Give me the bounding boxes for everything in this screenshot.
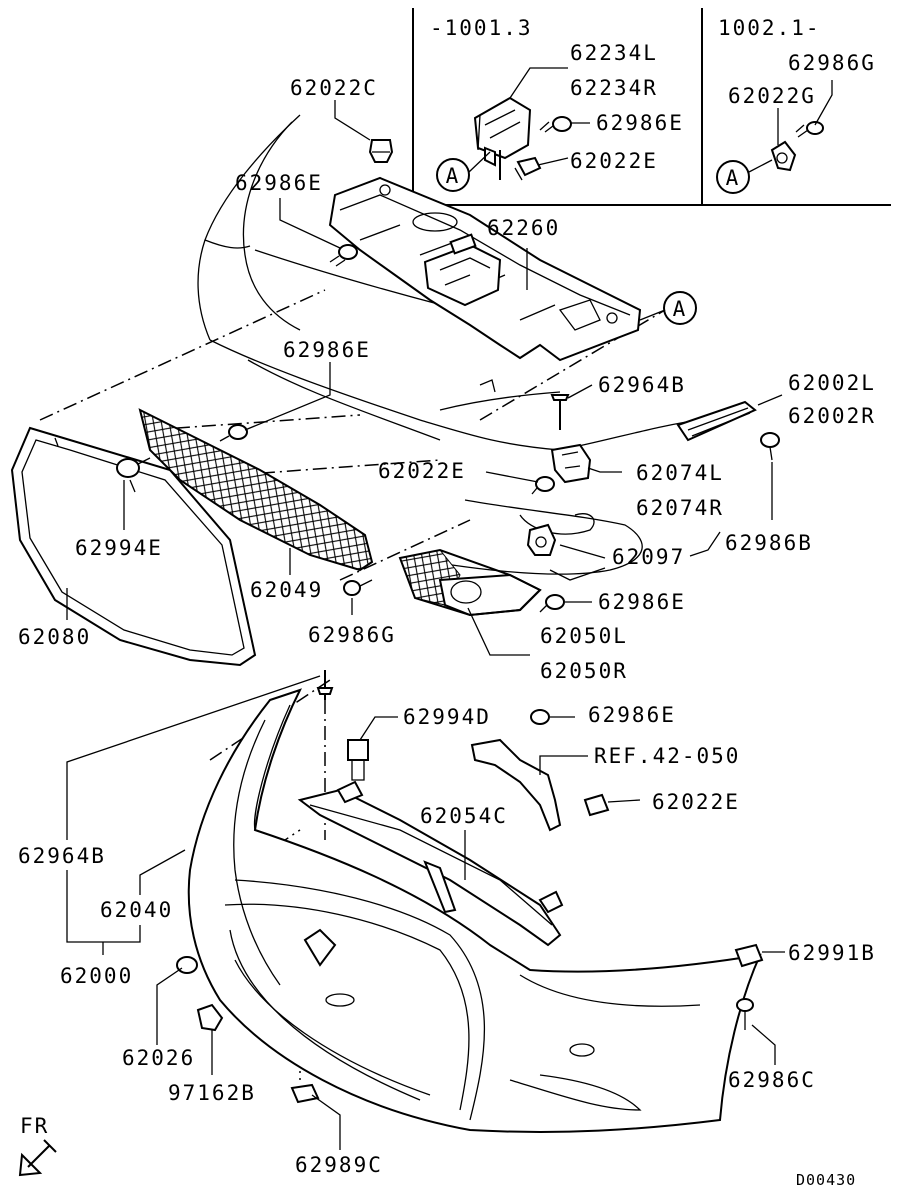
callout-62994D: 62994D <box>403 705 491 729</box>
callout-62991B: 62991B <box>788 941 876 965</box>
strip-62002 <box>676 400 757 442</box>
screw-62986E-fog <box>539 594 565 613</box>
callout-62054C: 62054C <box>420 804 508 828</box>
front-direction-indicator: FR <box>18 1114 57 1177</box>
bracket-62097 <box>526 523 557 556</box>
callout-62986E: 62986E <box>283 338 371 362</box>
callout-62049: 62049 <box>250 578 323 602</box>
screw-62986C <box>736 998 754 1030</box>
clip-62994E <box>116 457 151 478</box>
upper-grille-62049 <box>138 408 374 572</box>
front-bumper-62040 <box>187 688 762 1133</box>
grille-frame-62080 <box>10 426 257 667</box>
clip-62986G-mid <box>343 579 373 596</box>
ref-a-label: A <box>673 297 688 321</box>
callout-62986B: 62986B <box>725 531 813 555</box>
callout-62986E: 62986E <box>598 590 686 614</box>
clip-62022E-inset <box>514 156 542 181</box>
bracket-62234 <box>473 96 532 180</box>
bracket-62074 <box>550 443 592 484</box>
direction-label: FR <box>20 1114 49 1138</box>
bolt-62994D <box>347 739 369 781</box>
callout-62986G: 62986G <box>788 51 876 75</box>
callout-62022C: 62022C <box>290 76 378 100</box>
callout-62260: 62260 <box>487 216 560 240</box>
clip-62022E-lower <box>583 793 610 817</box>
clip-97162B <box>196 1003 224 1032</box>
callout-62986E: 62986E <box>235 171 323 195</box>
leader-lines <box>66 67 833 1150</box>
callout-62989C: 62989C <box>295 1153 383 1177</box>
screw-62986E-inset <box>539 116 572 133</box>
callout-62986C: 62986C <box>728 1068 816 1092</box>
screw-62986E-lower <box>530 709 550 725</box>
screw-62986G-inset <box>795 121 824 138</box>
callout-ref-42-050: REF.42-050 <box>594 744 740 768</box>
callout-97162B: 97162B <box>168 1081 256 1105</box>
callout-62022G: 62022G <box>728 84 816 108</box>
fog-cover-62050 <box>398 548 542 617</box>
clip-62022C <box>368 139 394 163</box>
ref-a-label: A <box>446 164 461 188</box>
callout-62986G: 62986G <box>308 623 396 647</box>
ref-circle-a-right: A <box>716 159 773 194</box>
callout-62080: 62080 <box>18 625 91 649</box>
screw-62986E-upper <box>329 244 358 267</box>
callout-62964B: 62964B <box>18 844 106 868</box>
cap-62026 <box>176 956 198 974</box>
callout-62074R: 62074R <box>636 496 724 520</box>
callout-62986E: 62986E <box>588 703 676 727</box>
callout-62000: 62000 <box>60 964 133 988</box>
ref-circle-a-main: A <box>663 291 697 325</box>
clip-62022E-mid <box>531 476 555 495</box>
ref-circle-a-left: A <box>436 151 491 192</box>
clip-62989C <box>290 1083 320 1104</box>
callout-62022E: 62022E <box>570 149 658 173</box>
callout-62022E: 62022E <box>378 459 466 483</box>
callout-62026: 62026 <box>122 1046 195 1070</box>
callout-62002R: 62002R <box>788 404 876 428</box>
reinforcement-62054C <box>297 780 564 947</box>
clip-62022G <box>770 140 797 172</box>
screw-62986E-mesh <box>219 424 248 442</box>
pin-62964B-lower <box>316 670 334 700</box>
ref-a-label: A <box>726 166 741 190</box>
callout-62986E: 62986E <box>596 111 684 135</box>
callout-62002L: 62002L <box>788 371 876 395</box>
bracket-ref-42-050 <box>470 738 562 832</box>
screw-62986B <box>760 432 780 461</box>
inset-left-code: -1001.3 <box>430 16 533 40</box>
callout-62040: 62040 <box>100 898 173 922</box>
callout-62234L: 62234L <box>570 41 658 65</box>
support-panel-62260 <box>328 176 642 362</box>
inset-right-code: 1002.1- <box>718 16 821 40</box>
drawing-code: D00430 <box>796 1171 856 1187</box>
callout-62097: 62097 <box>612 545 685 569</box>
arrow-down-left-icon <box>18 1139 57 1177</box>
clip-62991B <box>734 943 764 968</box>
callout-62074L: 62074L <box>636 461 724 485</box>
callout-62994E: 62994E <box>75 536 163 560</box>
callout-62050R: 62050R <box>540 659 628 683</box>
callout-62964B: 62964B <box>598 373 686 397</box>
callout-62234R: 62234R <box>570 76 658 100</box>
pin-62964B-upper <box>550 394 570 430</box>
callout-62050L: 62050L <box>540 624 628 648</box>
callout-62022E: 62022E <box>652 790 740 814</box>
